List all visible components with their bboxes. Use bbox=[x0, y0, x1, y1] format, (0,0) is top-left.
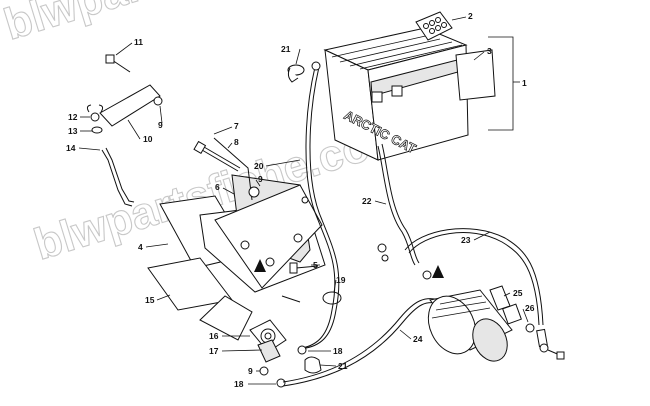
callout-13: 13 bbox=[68, 126, 78, 136]
callout-4: 4 bbox=[138, 242, 143, 252]
bolt-part-7 bbox=[193, 140, 241, 172]
nut-part-9-bracket bbox=[153, 96, 163, 106]
washer-part-13 bbox=[91, 126, 103, 134]
callout-1: 1 bbox=[522, 78, 527, 88]
starter-motor bbox=[427, 289, 522, 362]
callout-12: 12 bbox=[68, 112, 78, 122]
battery: ARCTIC CAT bbox=[323, 27, 469, 161]
callout-18-upper: 18 bbox=[333, 346, 343, 356]
boot-part-25 bbox=[489, 285, 511, 311]
callout-9-nut-top: 9 bbox=[258, 174, 263, 184]
solenoid-part-16 bbox=[249, 319, 287, 363]
nut-part-26 bbox=[525, 323, 535, 333]
boot-part-21-lower bbox=[304, 356, 322, 374]
callout-8: 8 bbox=[234, 137, 239, 147]
callout-7: 7 bbox=[234, 121, 239, 131]
callout-22: 22 bbox=[362, 196, 372, 206]
callout-3: 3 bbox=[487, 46, 492, 56]
terminal-cable-23 bbox=[536, 328, 565, 360]
bolt-cable-22 bbox=[377, 243, 387, 253]
callout-9-lower: 9 bbox=[248, 366, 253, 376]
callout-20: 20 bbox=[254, 161, 264, 171]
callout-17: 17 bbox=[209, 346, 219, 356]
callout-9-bracket: 9 bbox=[158, 120, 163, 130]
callout-21-lower: 21 bbox=[338, 361, 348, 371]
washer-part-18-lower bbox=[276, 378, 286, 388]
screw-part-5 bbox=[289, 262, 319, 274]
pointer-arrow-left bbox=[254, 259, 266, 272]
callout-21-top: 21 bbox=[281, 44, 291, 54]
cap-strip-part-2 bbox=[415, 11, 453, 41]
rod-part-14 bbox=[101, 149, 133, 207]
screw-lower bbox=[281, 295, 301, 303]
callout-16: 16 bbox=[209, 331, 219, 341]
callout-26: 26 bbox=[525, 303, 535, 313]
callout-25: 25 bbox=[513, 288, 523, 298]
cable-part-20 bbox=[301, 66, 336, 349]
callout-18-lower: 18 bbox=[234, 379, 244, 389]
decal-part-3 bbox=[455, 49, 496, 101]
callout-23: 23 bbox=[461, 235, 471, 245]
callout-5: 5 bbox=[313, 260, 318, 270]
callout-14: 14 bbox=[66, 143, 76, 153]
cable-part-23 bbox=[404, 228, 544, 326]
bracket-part-10 bbox=[99, 84, 161, 127]
nut-part-18-upper bbox=[297, 345, 307, 355]
callout-15: 15 bbox=[145, 295, 155, 305]
callout-10: 10 bbox=[143, 134, 153, 144]
wingnut-part-12 bbox=[86, 104, 104, 122]
nut-part-9-top bbox=[248, 186, 260, 198]
callout-bracket-1 bbox=[488, 36, 514, 131]
clamp-part-19 bbox=[322, 291, 342, 305]
callout-24: 24 bbox=[413, 334, 423, 344]
cable-part-22 bbox=[377, 145, 416, 266]
callout-leaders bbox=[78, 16, 529, 385]
cable-part-24 bbox=[282, 298, 441, 383]
pointer-arrow-right bbox=[432, 265, 444, 278]
callout-6: 6 bbox=[215, 182, 220, 192]
nut-part-9-lower bbox=[259, 366, 269, 376]
callout-19: 19 bbox=[336, 275, 346, 285]
callout-2: 2 bbox=[468, 11, 473, 21]
watermark-upper: blwpartsfiche.com bbox=[0, 0, 382, 50]
shield-lower bbox=[199, 295, 253, 341]
bolt-part-11 bbox=[105, 54, 131, 73]
callout-11: 11 bbox=[134, 37, 143, 47]
boot-part-21-top bbox=[287, 64, 305, 83]
